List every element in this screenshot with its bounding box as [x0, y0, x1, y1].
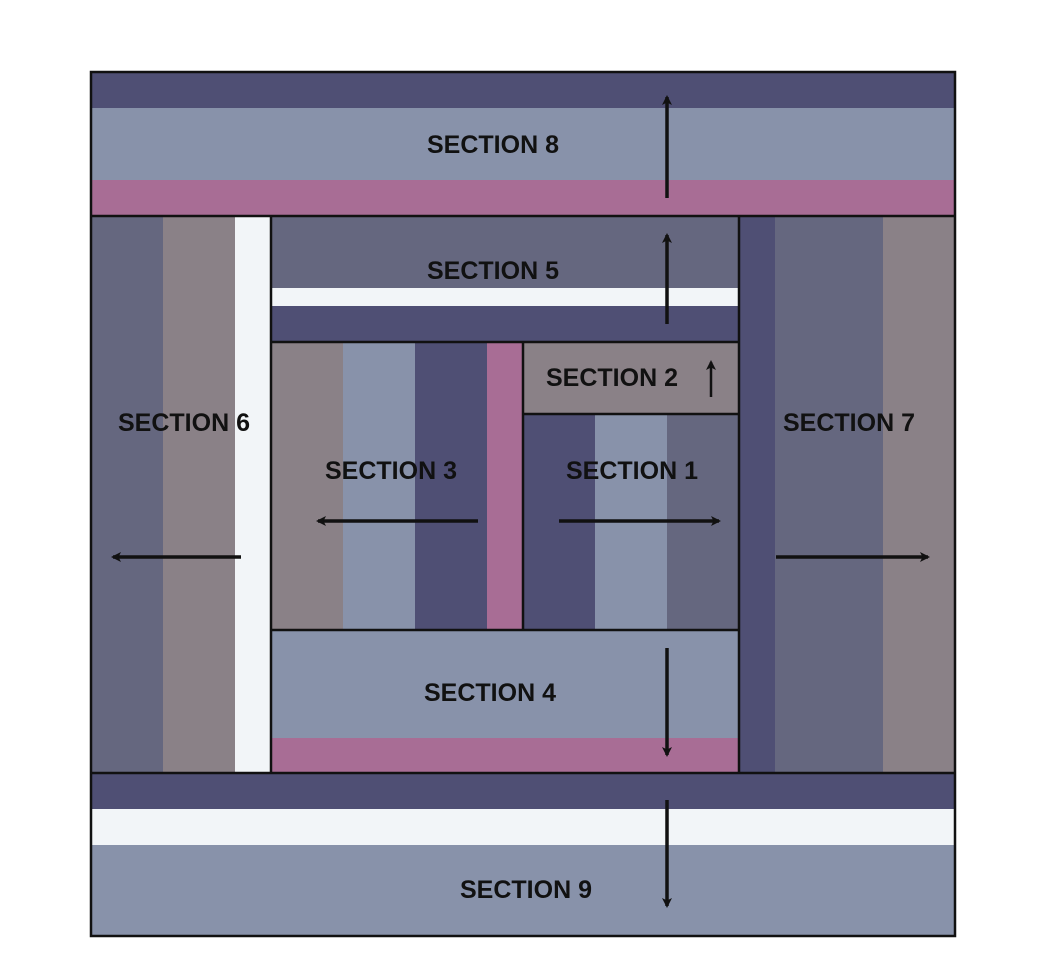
section-7-strip-mauve: [883, 216, 955, 773]
section-6-strip-white: [235, 216, 271, 773]
section-2-block: [523, 342, 739, 414]
section-3-strip-bluegray: [343, 342, 415, 630]
section-1-label: SECTION 1: [566, 457, 698, 485]
section-outlines: [89, 70, 957, 938]
section-3-strip-pink: [487, 342, 523, 630]
growth-arrows: [111, 95, 930, 908]
section-9-label: SECTION 9: [460, 876, 592, 904]
section-5-strip-slate: [271, 216, 739, 288]
section-5: [271, 216, 739, 342]
section-3-strip-navy: [415, 342, 487, 630]
section-8-strip-pink: [91, 180, 955, 216]
section-7-label: SECTION 7: [783, 409, 915, 437]
section-5-label: SECTION 5: [427, 257, 559, 285]
section-7-strip-navy: [739, 216, 775, 773]
section-labels: SECTION 8 SECTION 5 SECTION 2 SECTION 6 …: [118, 131, 915, 904]
section-5-strip-white: [271, 288, 739, 306]
section-6-strip-mauve: [163, 216, 235, 773]
section-2: [523, 342, 739, 414]
section-7-strip-slate: [775, 216, 883, 773]
section-6: [91, 216, 271, 773]
section-9: [91, 773, 955, 936]
section-6-label: SECTION 6: [118, 409, 250, 437]
section-4-strip-pink: [271, 738, 739, 773]
section-4-label: SECTION 4: [424, 679, 556, 707]
section-8-strip-bluegray: [91, 108, 955, 180]
section-3-label: SECTION 3: [325, 457, 457, 485]
section-8: [91, 72, 955, 216]
section-9-strip-white: [91, 809, 955, 845]
section-8-label: SECTION 8: [427, 131, 559, 159]
section-4-strip-bluegray: [271, 630, 739, 738]
section-5-strip-navy: [271, 306, 739, 342]
section-6-strip-slate: [91, 216, 163, 773]
section-3: [271, 342, 523, 630]
section-8-strip-navy: [91, 72, 955, 108]
section-9-strip-navy: [91, 773, 955, 809]
section-9-strip-bluegray: [91, 845, 955, 936]
section-3-strip-mauve: [271, 342, 343, 630]
section-7: [739, 216, 955, 773]
section-4: [271, 630, 739, 773]
section-2-label: SECTION 2: [546, 364, 678, 392]
outer-border: [89, 70, 957, 938]
